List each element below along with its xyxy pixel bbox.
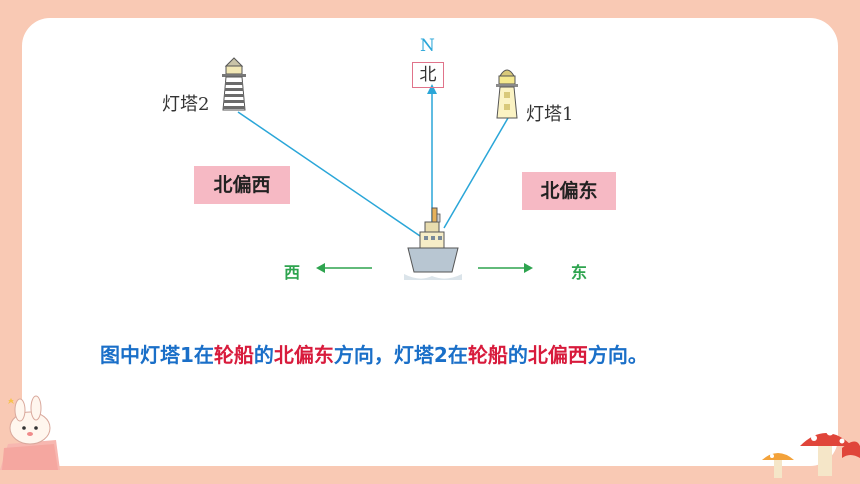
sentence-part: 的 — [507, 343, 528, 367]
northeast-tag: 北偏东 — [522, 172, 616, 210]
sentence-part: 方向，灯塔2在 — [333, 343, 468, 367]
east-label: 东 — [571, 263, 588, 282]
west-label: 西 — [284, 263, 301, 282]
west-arrowhead — [316, 263, 325, 273]
north-letter: N — [420, 36, 435, 56]
lighthouse2-label: 灯塔2 — [162, 94, 210, 115]
sentence-part: 图中灯塔1在 — [100, 343, 214, 367]
sentence-ship: 轮船 — [213, 343, 254, 367]
sentence-direction-ne: 北偏东 — [273, 343, 334, 367]
conclusion-sentence: 图中灯塔1在轮船的北偏东方向，灯塔2在轮船的北偏西方向。 — [100, 339, 648, 368]
line-to-lighthouse1 — [443, 117, 509, 229]
sentence-part: 方向。 — [587, 343, 648, 367]
sentence-part: 的 — [253, 343, 274, 367]
lighthouse2-icon — [222, 57, 246, 111]
rabbit-icon — [0, 395, 60, 470]
lighthouse1-label: 灯塔1 — [526, 104, 574, 125]
sentence-direction-nw: 北偏西 — [527, 343, 588, 367]
east-arrowhead — [524, 263, 533, 273]
lighthouse1-icon — [496, 69, 518, 119]
mushroom-icon — [762, 428, 860, 478]
north-arrowhead — [427, 84, 437, 94]
line-to-lighthouse2 — [237, 111, 421, 237]
ship-icon — [404, 207, 462, 280]
sentence-ship: 轮船 — [467, 343, 508, 367]
northwest-tag: 北偏西 — [194, 166, 290, 204]
north-label-box: 北 — [412, 62, 444, 88]
